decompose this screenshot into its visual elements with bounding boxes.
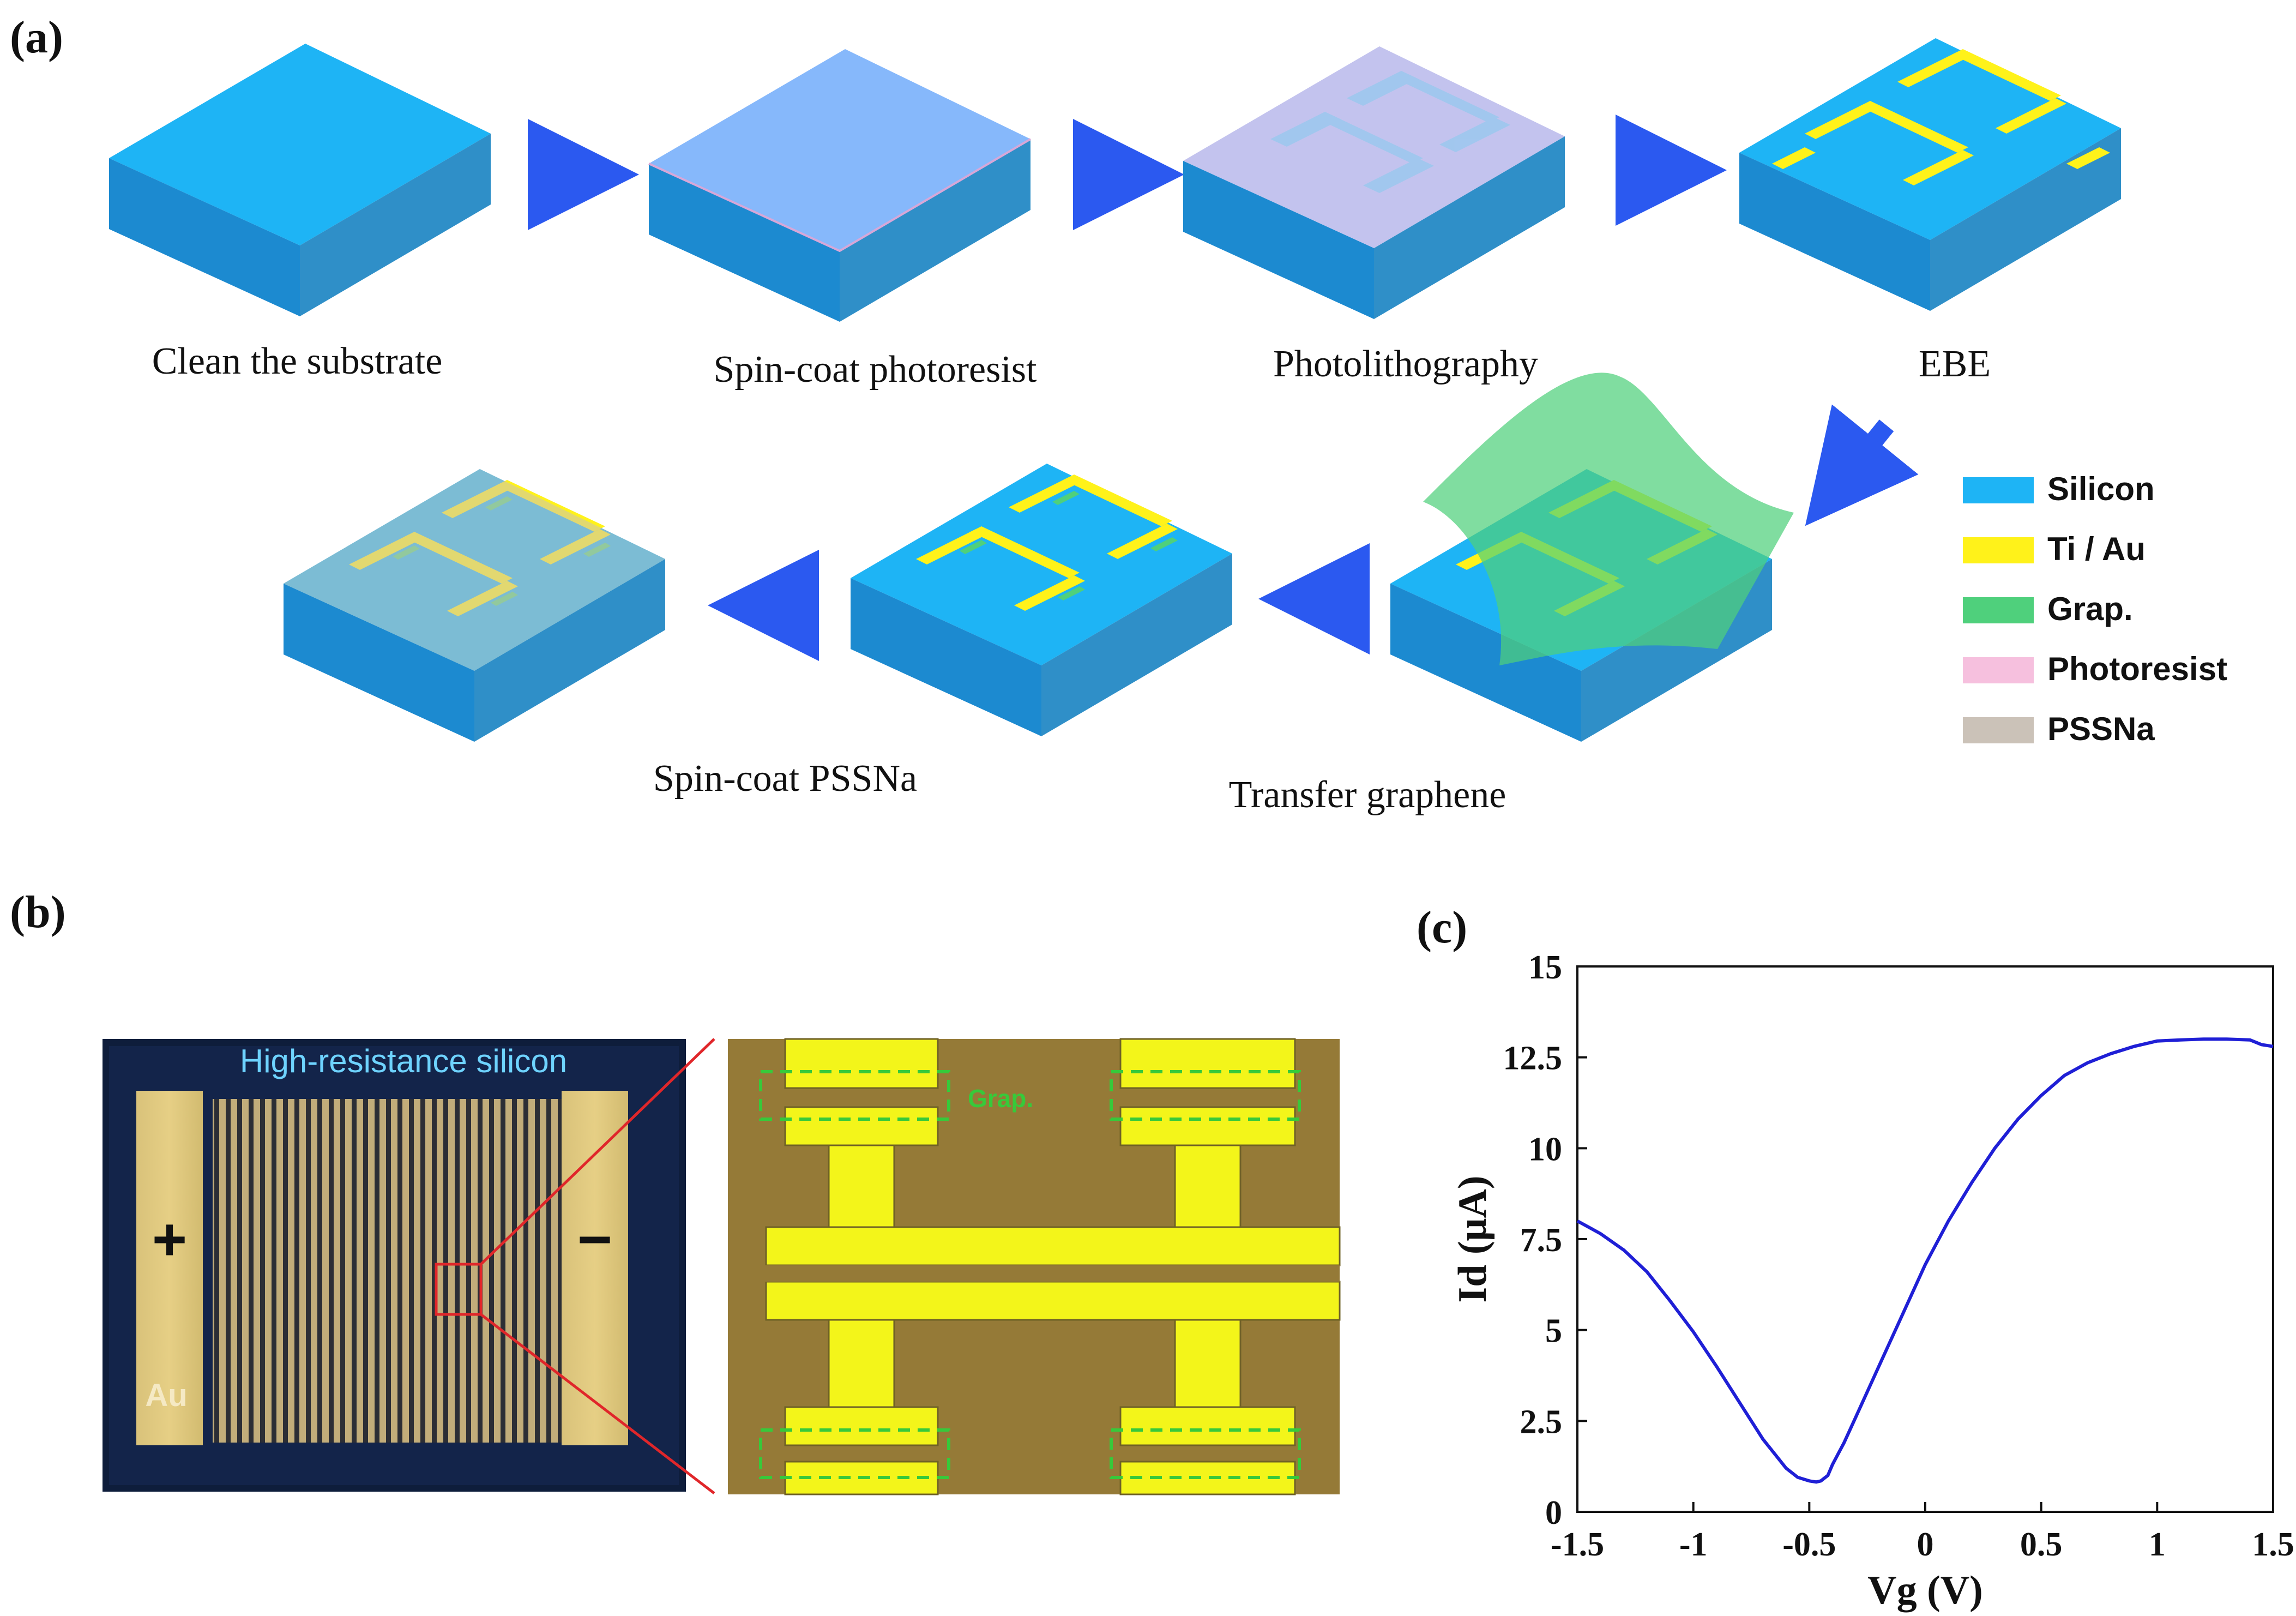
x-tick-label-5: 1 bbox=[2149, 1526, 2166, 1563]
y-tick-label-4: 10 bbox=[1528, 1131, 1562, 1168]
plus-sign: + bbox=[152, 1206, 187, 1273]
x-tick-label-4: 0.5 bbox=[2020, 1526, 2063, 1563]
substrate-block-transfer bbox=[1390, 373, 1794, 742]
panel-label-a: (a) bbox=[10, 12, 63, 63]
substrate-block-ebe bbox=[1739, 38, 2121, 311]
y-tick-label-1: 2.5 bbox=[1520, 1403, 1563, 1440]
substrate-block-graphene bbox=[851, 464, 1232, 736]
step-label-photolithography: Photolithography bbox=[1273, 343, 1538, 385]
step-label-clean: Clean the substrate bbox=[152, 340, 443, 382]
legend-label-4: PSSNa bbox=[2047, 711, 2155, 747]
minus-sign: − bbox=[577, 1206, 612, 1273]
x-tick-label-1: -1 bbox=[1679, 1526, 1708, 1563]
substrate-block-pssna bbox=[284, 469, 665, 742]
y-tick-label-3: 7.5 bbox=[1520, 1222, 1563, 1259]
zoom-region-box bbox=[435, 1263, 483, 1316]
step-label-spin-pssna: Spin-coat PSSNa bbox=[653, 758, 917, 800]
y-tick-label-0: 0 bbox=[1545, 1494, 1562, 1531]
x-tick-label-6: 1.5 bbox=[2252, 1526, 2294, 1563]
legend-label-3: Photoresist bbox=[2047, 651, 2227, 687]
legend-swatch-0 bbox=[1963, 477, 2034, 503]
substrate-block-clean bbox=[109, 44, 491, 316]
step-label-spin-photoresist: Spin-coat photoresist bbox=[714, 349, 1038, 391]
legend-swatch-3 bbox=[1963, 657, 2034, 683]
step-label-transfer: Transfer graphene bbox=[1229, 774, 1506, 816]
y-tick-label-2: 5 bbox=[1545, 1313, 1562, 1350]
legend-swatch-2 bbox=[1963, 597, 2034, 623]
x-axis: -1.5 -1 -0.5 0 0.5 1 1.5 bbox=[1551, 1502, 2294, 1563]
legend-label-1: Ti / Au bbox=[2047, 531, 2146, 567]
legend-swatch-4 bbox=[1963, 717, 2034, 743]
y-axis-label: Id (μA) bbox=[1450, 1175, 1495, 1302]
graphene-label: Grap. bbox=[968, 1084, 1033, 1113]
electrode-plus bbox=[136, 1091, 203, 1445]
transfer-curve-line bbox=[1576, 1037, 2274, 1484]
y-tick-label-6: 15 bbox=[1528, 949, 1562, 986]
arrow-diagonal bbox=[1805, 404, 1919, 526]
panel-label-c: (c) bbox=[1417, 902, 1467, 953]
micrograph-overview: High-resistance silicon + − Au bbox=[103, 1038, 715, 1494]
plot-area bbox=[1576, 965, 2274, 1513]
x-tick-label-2: -0.5 bbox=[1782, 1526, 1836, 1563]
y-axis: 0 2.5 5 7.5 10 12.5 15 bbox=[1503, 949, 1587, 1531]
electrode-label-au: Au bbox=[145, 1378, 187, 1413]
process-flow: Clean the substrate Spin-coat photoresis… bbox=[109, 38, 2227, 816]
substrate-label: High-resistance silicon bbox=[240, 1043, 567, 1079]
micrograph-zoom: Grap. bbox=[728, 1038, 1341, 1495]
y-tick-label-5: 12.5 bbox=[1503, 1040, 1563, 1077]
legend-label-0: Silicon bbox=[2047, 471, 2155, 507]
legend-swatch-1 bbox=[1963, 537, 2034, 563]
panel-label-b: (b) bbox=[10, 887, 66, 938]
legend-label-2: Grap. bbox=[2047, 591, 2133, 627]
x-tick-label-0: -1.5 bbox=[1551, 1526, 1604, 1563]
transfer-curve-chart: -1.5 -1 -0.5 0 0.5 1 1.5 0 2.5 5 7.5 10 12.5 15 Vg (… bbox=[1450, 949, 2294, 1613]
substrate-block-photolithography bbox=[1183, 46, 1565, 319]
substrate-block-photoresist bbox=[648, 49, 1032, 322]
x-axis-label: Vg (V) bbox=[1867, 1568, 1983, 1613]
x-tick-label-3: 0 bbox=[1917, 1526, 1934, 1563]
step-label-ebe: EBE bbox=[1919, 343, 1991, 385]
